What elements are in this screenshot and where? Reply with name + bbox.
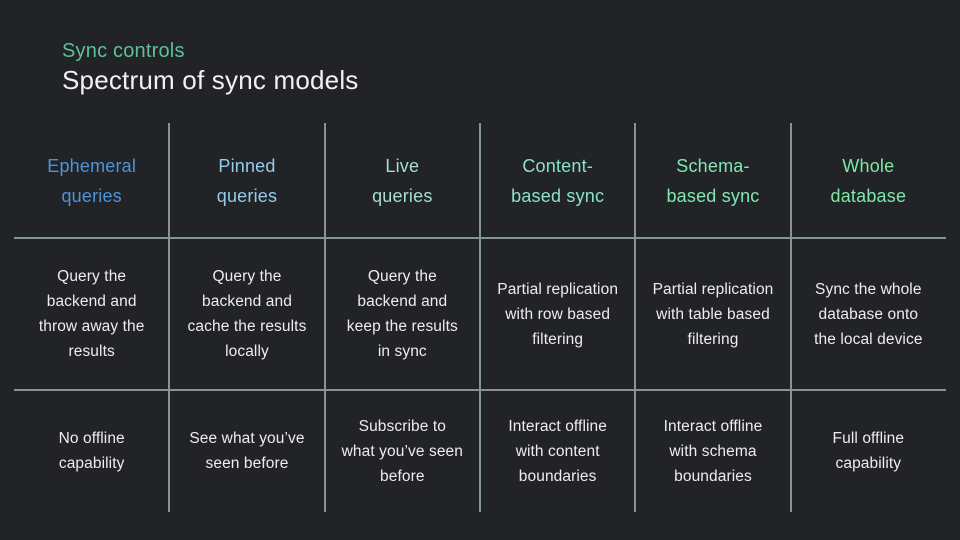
description-text: Partial replication with table based fil… [652, 280, 774, 348]
offline-cell-pinned-queries: See what you’ve seen before [169, 390, 324, 512]
description-text: Sync the whole database onto the local d… [814, 280, 923, 348]
column-header-label: Whole database [830, 155, 907, 206]
column-header-pinned-queries: Pinned queries [169, 123, 324, 238]
table-column-divider [789, 123, 792, 512]
description-cell-whole-database: Sync the whole database onto the local d… [791, 238, 946, 390]
column-header-label: Schema- based sync [666, 155, 760, 206]
offline-capability-text: No offline capability [58, 430, 125, 472]
offline-cell-live-queries: Subscribe to what you’ve seen before [325, 390, 480, 512]
description-cell-content-based-sync: Partial replication with row based filte… [480, 238, 635, 390]
column-header-schema-based-sync: Schema- based sync [635, 123, 790, 238]
column-header-label: Content- based sync [511, 155, 605, 206]
offline-capability-text: Full offline capability [832, 430, 905, 472]
offline-cell-content-based-sync: Interact offline with content boundaries [480, 390, 635, 512]
offline-cell-schema-based-sync: Interact offline with schema boundaries [635, 390, 790, 512]
description-text: Query the backend and throw away the res… [38, 268, 145, 360]
column-header-content-based-sync: Content- based sync [480, 123, 635, 238]
column-header-label: Pinned queries [216, 155, 278, 206]
column-header-label: Live queries [372, 155, 433, 206]
description-cell-ephemeral-queries: Query the backend and throw away the res… [14, 238, 169, 390]
table-column-divider [323, 123, 326, 512]
offline-cell-whole-database: Full offline capability [791, 390, 946, 512]
table-column-divider [634, 123, 637, 512]
description-text: Query the backend and keep the results i… [346, 268, 458, 360]
table-column-divider [168, 123, 171, 512]
offline-capability-text: Interact offline with schema boundaries [663, 417, 763, 485]
description-cell-schema-based-sync: Partial replication with table based fil… [635, 238, 790, 390]
offline-cell-ephemeral-queries: No offline capability [14, 390, 169, 512]
offline-capability-text: Subscribe to what you’ve seen before [341, 417, 463, 485]
table-row-divider [14, 389, 946, 391]
column-header-live-queries: Live queries [325, 123, 480, 238]
page-title: Spectrum of sync models [62, 65, 359, 95]
offline-capability-text: Interact offline with content boundaries [508, 417, 607, 485]
table-column-divider [479, 123, 481, 512]
description-cell-live-queries: Query the backend and keep the results i… [325, 238, 480, 390]
description-cell-pinned-queries: Query the backend and cache the results … [169, 238, 324, 390]
description-text: Partial replication with row based filte… [497, 280, 619, 348]
column-header-ephemeral-queries: Ephemeral queries [14, 123, 169, 238]
table-row-divider [14, 237, 946, 239]
column-header-whole-database: Whole database [791, 123, 946, 238]
offline-capability-text: See what you’ve seen before [189, 430, 305, 472]
description-text: Query the backend and cache the results … [187, 268, 307, 360]
slide-header: Sync controls Spectrum of sync models [62, 38, 359, 97]
slide-eyebrow: Sync controls [62, 40, 185, 62]
sync-models-table: Ephemeral queries Pinned queries Live qu… [14, 123, 946, 512]
column-header-label: Ephemeral queries [47, 155, 137, 206]
